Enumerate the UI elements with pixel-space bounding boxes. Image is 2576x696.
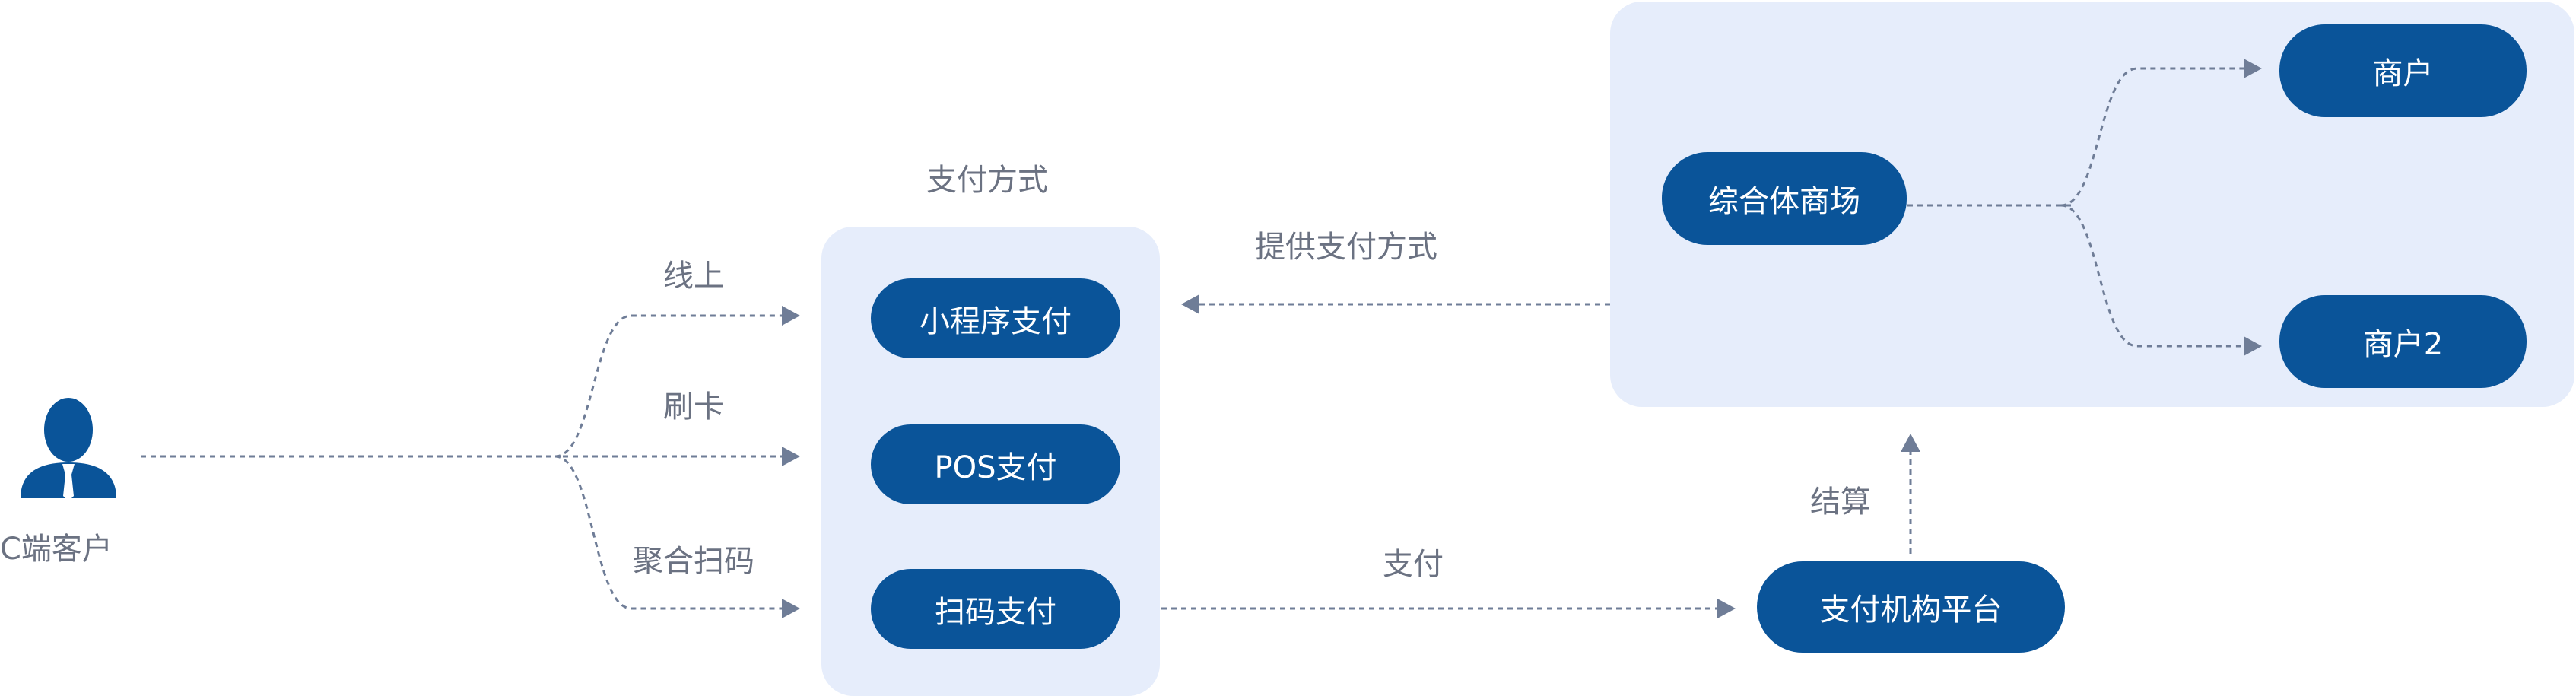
provide-method-label: 提供支付方式 (1255, 230, 1437, 265)
node-complex-mall: 综合体商场 (1662, 152, 1907, 245)
arrowhead-merchant1 (2244, 59, 2262, 78)
node-merchant-1: 商户 (2279, 24, 2527, 117)
arrowhead-settle (1901, 434, 1920, 452)
node-merchant-2: 商户2 (2279, 295, 2527, 388)
channel-scan-label: 聚合扫码 (633, 544, 754, 579)
node-scan-pay: 扫码支付 (871, 569, 1120, 649)
payment-methods-title: 支付方式 (926, 163, 1048, 198)
settle-label: 结算 (1810, 485, 1871, 520)
branch-online-line (554, 314, 791, 458)
branch-merchant2-line (2060, 204, 2244, 348)
node-payment-platform: 支付机构平台 (1757, 561, 2065, 653)
branch-merchant1-line (2060, 67, 2244, 207)
arrowhead-merchant2 (2244, 336, 2262, 356)
customer-label: C端客户 (0, 532, 113, 567)
channel-card-label: 刷卡 (663, 389, 724, 424)
arrowhead-provide (1181, 294, 1199, 314)
node-mini-program-pay: 小程序支付 (871, 278, 1120, 358)
node-pos-pay: POS支付 (871, 424, 1120, 504)
arrowhead-pay (1717, 599, 1736, 618)
arrowhead-online (782, 306, 800, 326)
channel-online-label: 线上 (663, 259, 724, 294)
branch-scan-line (554, 455, 791, 610)
arrowhead-scan (782, 599, 800, 618)
pay-label: 支付 (1383, 547, 1444, 582)
person-icon (21, 398, 116, 501)
arrowhead-card (782, 447, 800, 466)
